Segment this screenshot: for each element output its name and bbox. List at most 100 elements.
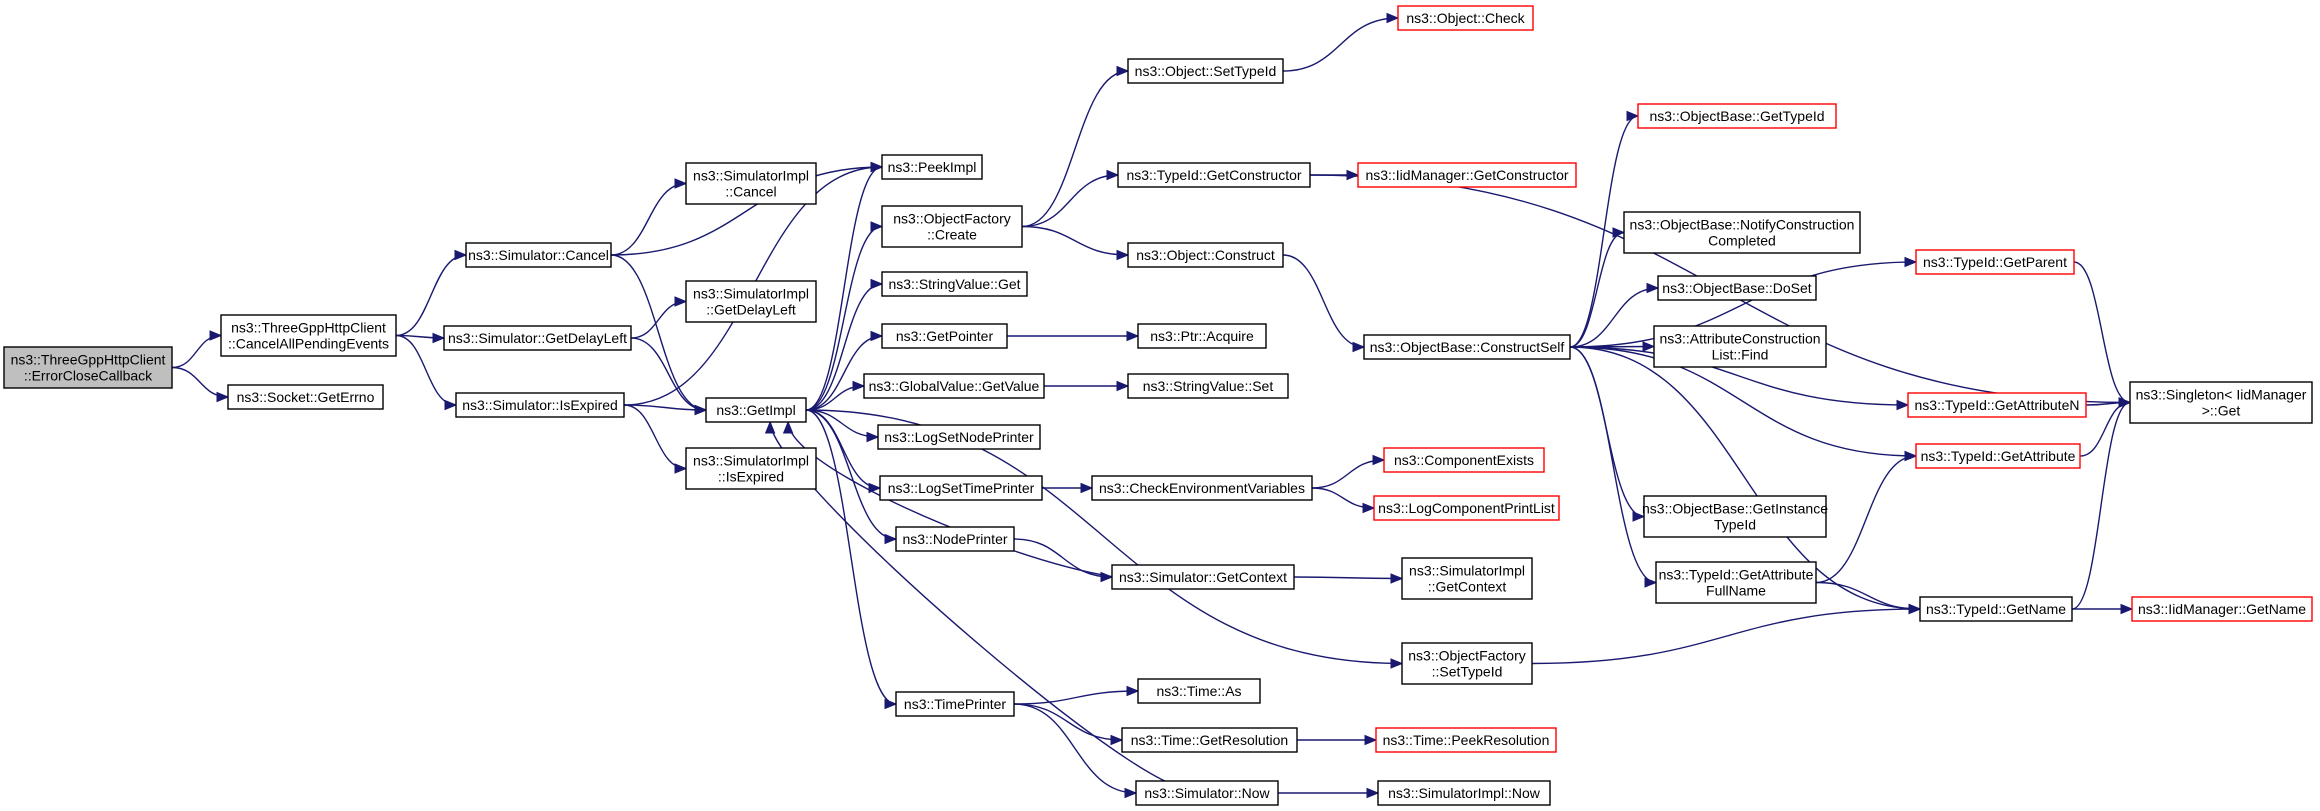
node-nodePrinter[interactable]: ns3::NodePrinter (895, 526, 1015, 552)
node-getPointer[interactable]: ns3::GetPointer (881, 323, 1008, 349)
node-objFactoryCreate[interactable]: ns3::ObjectFactory::Create (881, 205, 1023, 248)
node-timePrinter[interactable]: ns3::TimePrinter (895, 691, 1015, 717)
node-checkEnvVars[interactable]: ns3::CheckEnvironmentVariables (1091, 475, 1313, 501)
node-stringValueSet[interactable]: ns3::StringValue::Set (1127, 373, 1289, 399)
node-peekImpl[interactable]: ns3::PeekImpl (881, 154, 983, 180)
edge-arrowhead (1908, 603, 1922, 615)
node-implGetDelayLeft[interactable]: ns3::SimulatorImpl::GetDelayLeft (685, 280, 817, 323)
edge-arrowhead (674, 296, 688, 307)
node-root[interactable]: ns3::ThreeGppHttpClient::ErrorCloseCallb… (3, 346, 173, 389)
edge-arrowhead (1386, 12, 1400, 24)
edge-arrowhead (1110, 734, 1124, 746)
node-label: ns3::Simulator::GetDelayLeft (448, 330, 627, 346)
node-box (1137, 678, 1261, 704)
edge-cancelAll-to-simCancel (395, 254, 467, 337)
edge-arrowhead (870, 330, 884, 342)
node-typeIdGetParent[interactable]: ns3::TypeId::GetParent (1915, 249, 2075, 275)
edge-constructSelf-to-typeIdGetParent (1569, 261, 1917, 348)
edge-arrowhead (1372, 454, 1386, 466)
node-box (1373, 495, 1560, 521)
edge-arrowhead (1644, 577, 1658, 588)
node-logSetNodePrinter[interactable]: ns3::LogSetNodePrinter (877, 424, 1041, 450)
node-label: ns3::AttributeConstruction (1659, 331, 1820, 347)
node-implGetContext[interactable]: ns3::SimulatorImpl::GetContext (1401, 557, 1533, 600)
edge-arrowhead (1362, 502, 1376, 514)
node-implIsExpired[interactable]: ns3::SimulatorImpl::IsExpired (685, 447, 817, 490)
edge-arrowhead (1390, 658, 1404, 669)
node-box (863, 373, 1045, 399)
node-logSetTimePrinter[interactable]: ns3::LogSetTimePrinter (879, 475, 1043, 501)
node-singletonGet[interactable]: ns3::Singleton< IidManager >::Get (2129, 381, 2313, 424)
node-objFactorySetTypeId[interactable]: ns3::ObjectFactory::SetTypeId (1401, 642, 1533, 685)
node-iidGetName[interactable]: ns3::IidManager::GetName (2131, 596, 2313, 622)
edge-typeIdGetAttrFullName-to-typeIdGetName (1815, 581, 1921, 610)
node-label: Completed (1708, 233, 1776, 249)
node-globalValueGetValue[interactable]: ns3::GlobalValue::GetValue (863, 373, 1045, 399)
node-cancelAll[interactable]: ns3::ThreeGppHttpClient::CancelAllPendin… (220, 314, 397, 357)
node-typeIdGetName[interactable]: ns3::TypeId::GetName (1919, 596, 2073, 622)
node-simIsExpired[interactable]: ns3::Simulator::IsExpired (455, 392, 625, 418)
node-obGetTypeId[interactable]: ns3::ObjectBase::GetTypeId (1637, 103, 1837, 129)
edge-objSetTypeId-to-objCheck (1282, 17, 1399, 72)
edge-objFactoryCreate-to-objConstruct (1021, 225, 1129, 256)
node-timeAs[interactable]: ns3::Time::As (1137, 678, 1261, 704)
node-box (1111, 564, 1295, 590)
node-box (895, 691, 1015, 717)
node-label: FullName (1706, 583, 1766, 599)
node-box (685, 280, 817, 323)
node-box (3, 346, 173, 389)
node-box (443, 325, 632, 351)
edge-arrowhead (674, 463, 688, 474)
edge-typeIdGetParent-to-singletonGet (2073, 261, 2131, 404)
node-obDoSet[interactable]: ns3::ObjectBase::DoSet (1657, 275, 1817, 301)
node-box (879, 475, 1043, 501)
node-box (1653, 325, 1827, 368)
node-implNow[interactable]: ns3::SimulatorImpl::Now (1377, 780, 1551, 806)
node-getImpl[interactable]: ns3::GetImpl (705, 397, 807, 423)
node-label: ns3::CheckEnvironmentVariables (1099, 480, 1305, 496)
node-objCheck[interactable]: ns3::Object::Check (1397, 5, 1534, 31)
node-label: ns3::Time::GetResolution (1131, 732, 1288, 748)
node-typeIdGetAttributeN[interactable]: ns3::TypeId::GetAttributeN (1907, 392, 2087, 418)
node-label: ns3::IidManager::GetName (2138, 601, 2306, 617)
node-componentExists[interactable]: ns3::ComponentExists (1383, 447, 1545, 473)
node-simNow[interactable]: ns3::Simulator::Now (1135, 780, 1279, 806)
node-box (1919, 596, 2073, 622)
node-stringValueGet[interactable]: ns3::StringValue::Get (881, 271, 1028, 297)
node-timePeekResolution[interactable]: ns3::Time::PeekResolution (1375, 727, 1557, 753)
node-box (1915, 249, 2075, 275)
node-constructSelf[interactable]: ns3::ObjectBase::ConstructSelf (1363, 334, 1571, 360)
edge-arrowhead (1366, 787, 1380, 799)
node-getErrno[interactable]: ns3::Socket::GetErrno (227, 384, 384, 410)
node-implCancel[interactable]: ns3::SimulatorImpl::Cancel (685, 162, 817, 205)
node-label: ns3::ObjectBase::DoSet (1662, 280, 1812, 296)
node-simCancel[interactable]: ns3::Simulator::Cancel (465, 242, 612, 268)
node-ptrAcquire[interactable]: ns3::Ptr::Acquire (1137, 323, 1267, 349)
node-objSetTypeId[interactable]: ns3::Object::SetTypeId (1127, 58, 1284, 84)
node-label: List::Find (1712, 347, 1769, 363)
node-box (1401, 642, 1533, 685)
node-typeIdGetAttribute[interactable]: ns3::TypeId::GetAttribute (1915, 443, 2081, 469)
node-simGetContext[interactable]: ns3::Simulator::GetContext (1111, 564, 1295, 590)
node-box (1397, 5, 1534, 31)
node-simGetDelayLeft[interactable]: ns3::Simulator::GetDelayLeft (443, 325, 632, 351)
edge-getImpl-to-logSetTimePrinter (805, 409, 881, 489)
edge-getImpl-to-stringValueGet (805, 283, 883, 411)
node-obNotify[interactable]: ns3::ObjectBase::NotifyConstructionCompl… (1623, 211, 1861, 254)
node-logComponentPrintList[interactable]: ns3::LogComponentPrintList (1373, 495, 1560, 521)
edge-arrowhead (884, 533, 898, 545)
node-objConstruct[interactable]: ns3::Object::Construct (1127, 242, 1284, 268)
edge-arrowhead (1390, 573, 1404, 584)
node-iidGetConstructor[interactable]: ns3::IidManager::GetConstructor (1357, 162, 1577, 188)
node-timeGetResolution[interactable]: ns3::Time::GetResolution (1121, 727, 1298, 753)
node-typeIdGetConstructor[interactable]: ns3::TypeId::GetConstructor (1117, 162, 1311, 188)
node-label: TypeId (1714, 517, 1756, 533)
node-box (685, 447, 817, 490)
edge-arrowhead (1364, 734, 1378, 746)
edge-layer (171, 12, 2134, 799)
node-box (1127, 242, 1284, 268)
